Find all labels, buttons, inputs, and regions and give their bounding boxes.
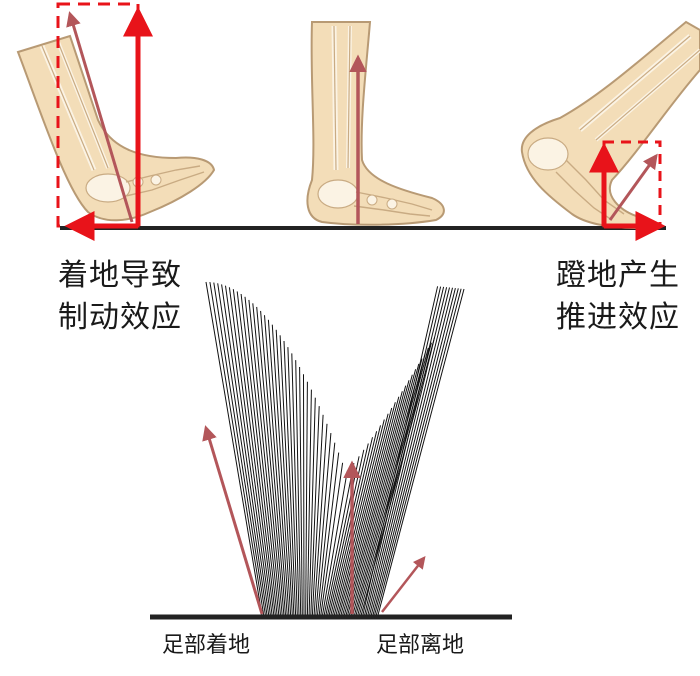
landing-braking-label-line2: 制动效应	[58, 298, 182, 338]
fan-force-line	[214, 283, 266, 615]
fan-force-line	[268, 320, 289, 615]
ground-reaction-force-fan	[206, 282, 464, 615]
fan-force-line	[378, 289, 464, 615]
fan-force-line	[365, 287, 441, 615]
foot-landing-illustration	[18, 36, 214, 220]
foot-off-label: 足部离地	[376, 632, 464, 660]
fan-force-line	[304, 374, 305, 615]
fan-force-line	[366, 287, 443, 615]
fan-force-line	[371, 288, 452, 615]
fan-force-line	[306, 382, 308, 615]
landing-braking-label-line1: 着地导致	[58, 256, 182, 296]
fan-force-line	[368, 287, 447, 615]
fan-force-line	[316, 433, 331, 615]
fan-force-line	[373, 288, 455, 615]
foot-strike-label: 足部着地	[162, 632, 250, 660]
foot-pushoff-illustration	[522, 22, 700, 228]
fan-force-line	[334, 425, 380, 615]
fan-force-line	[307, 390, 311, 615]
fan-pushoff-resultant-arrow	[382, 558, 424, 612]
fan-force-line	[370, 288, 450, 616]
pushoff-propulsion-label-line1: 蹬地产生	[556, 256, 680, 296]
foot-midstance-illustration	[307, 22, 443, 225]
pushoff-propulsion-label-line2: 推进效应	[556, 298, 680, 338]
